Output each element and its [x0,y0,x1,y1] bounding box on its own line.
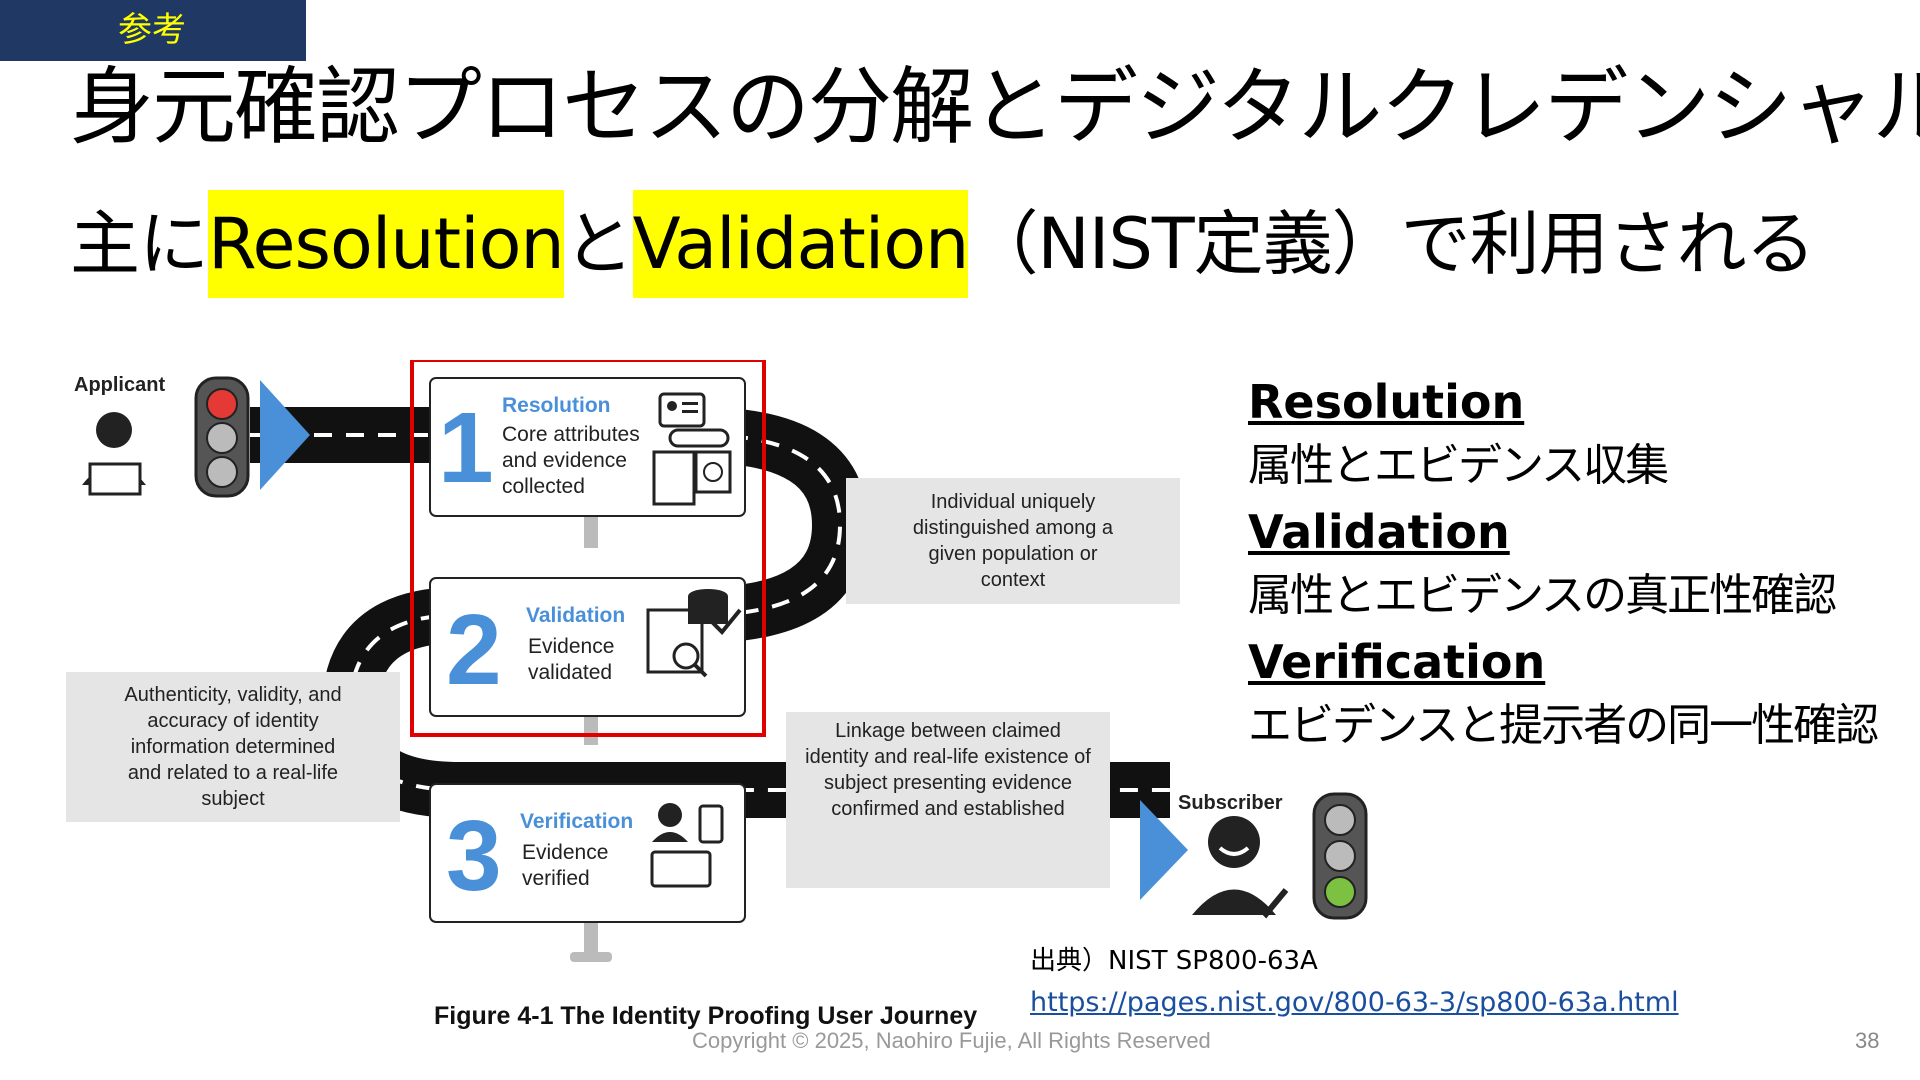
signpost [584,512,598,548]
subtitle-prefix: 主に [70,203,209,285]
step-2-desc: Evidence validated [528,635,615,684]
note-resolution: Individual uniquely distinguished among … [846,478,1180,604]
road-graphic [82,360,1188,962]
step-3-number: 3 [446,800,502,912]
start-arrow-icon [260,380,310,490]
subtitle-highlight-resolution: Resolution [208,190,565,298]
subtitle-suffix: （NIST定義）で利用される [968,203,1815,285]
applicant-label: Applicant [74,374,166,396]
password-icon [668,428,730,448]
face-scan-icon [658,803,682,827]
slide-subtitle: 主にResolutionとValidation（NIST定義）で利用される [70,190,1816,298]
signpost [584,715,598,745]
step-3-title: Verification [520,810,634,833]
identity-proofing-diagram: Individual uniquely distinguished among … [60,360,1282,1040]
passport-icon [694,450,732,494]
def-term-resolution: Resolution [1248,375,1525,429]
step-1-desc: Core attributes and evidence collected [502,423,640,498]
slide-title: 身元確認プロセスの分解とデジタルクレデンシャル [70,58,1920,156]
note-verification: Linkage between claimed identity and rea… [786,712,1110,888]
road-dashes [250,433,1170,792]
page-number: 38 [1855,1028,1880,1053]
highlight-box [410,360,766,737]
subtitle-mid: と [563,203,634,285]
def-desc-resolution: 属性とエビデンス収集 [1248,440,1669,491]
note-validation: Authenticity, validity, and accuracy of … [66,672,400,822]
document-icon [652,450,696,506]
license-icon [650,850,712,888]
signpost-base [570,952,612,962]
step-1-title: Resolution [502,394,611,417]
laptop-icon [88,462,142,496]
signpost [584,920,598,960]
source-label: 出典）NIST SP800-63A [1030,946,1318,976]
definitions-list: Resolution 属性とエビデンス収集 Validation 属性とエビデン… [1248,372,1908,762]
figure-caption: Figure 4-1 The Identity Proofing User Jo… [434,1002,978,1030]
check-icon [1251,888,1289,919]
copyright: Copyright © 2025, Naohiro Fujie, All Rig… [692,1028,1211,1053]
subtitle-highlight-validation: Validation [632,190,969,298]
def-term-verification: Verification [1248,635,1546,689]
check-icon [710,608,742,635]
def-desc-verification: エビデンスと提示者の同一性確認 [1248,700,1879,751]
source-citation: 出典）NIST SP800-63A https://pages.nist.gov… [1030,940,1679,1024]
def-term-validation: Validation [1248,505,1510,559]
subscriber-icon [1208,816,1260,868]
step-1-number: 1 [438,392,494,504]
reference-tag: 参考 [0,0,306,61]
subscriber-label: Subscriber [1178,792,1283,814]
step-3-desc: Evidence verified [522,841,609,890]
subscriber-graphic [1192,792,1368,920]
step-2-number: 2 [446,594,502,706]
phone-icon [698,804,724,844]
def-desc-validation: 属性とエビデンスの真正性確認 [1248,570,1837,621]
applicant-icon [96,412,132,448]
source-link[interactable]: https://pages.nist.gov/800-63-3/sp800-63… [1030,987,1679,1018]
step-2-title: Validation [526,604,626,627]
end-arrow-icon [1140,800,1188,900]
